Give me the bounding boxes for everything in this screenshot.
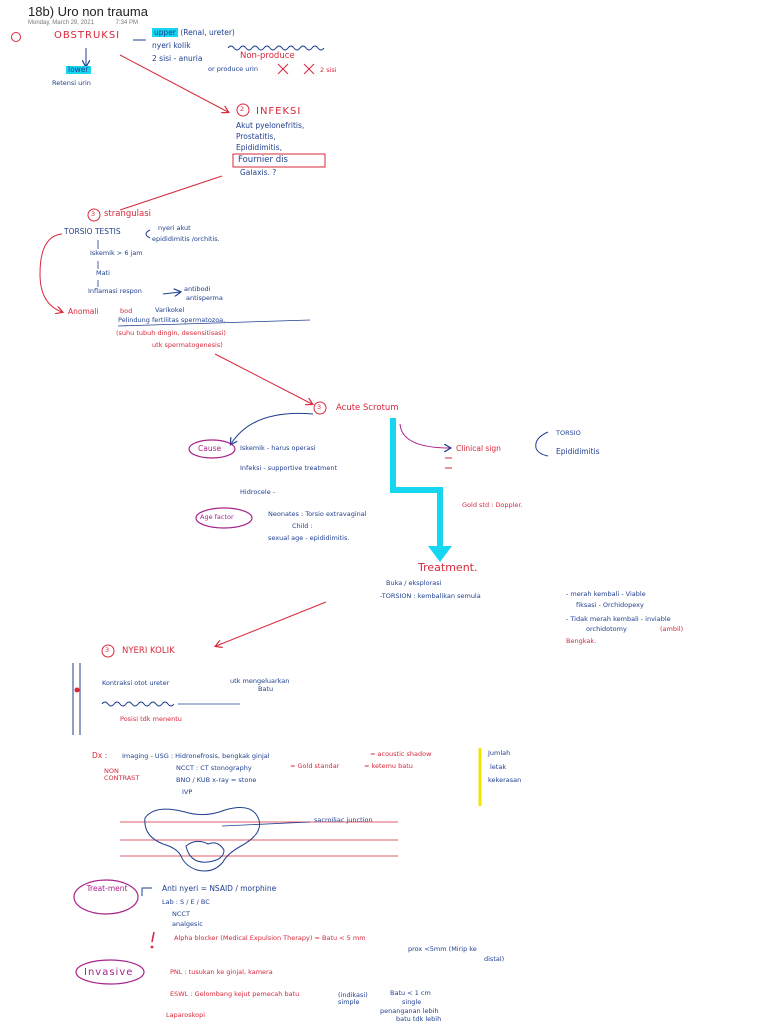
strangulasi-number: 3 (91, 210, 96, 218)
ncct-note: NCCT (172, 910, 190, 918)
cause-hidrocele: Hidrocele - (240, 488, 276, 496)
produce-urin-note: or produce urin (208, 65, 258, 73)
page-date: Monday, March 29, 2021 (28, 20, 94, 26)
page-timestamp: Monday, March 29, 2021 7:34 PM (28, 20, 158, 26)
inflamasi-note: Inflamasi respon (88, 287, 142, 295)
dx-gold-standar: = Gold standar (290, 762, 340, 770)
dua-sisi-note: 2 sisi - anuria (152, 54, 203, 63)
anti-nyeri: Anti nyeri = NSAID / morphine (162, 884, 277, 893)
age-child: Child : (292, 522, 313, 530)
dua-sisi-right: 2 sisi (320, 66, 337, 74)
batu-tdk-lebih-note: batu tdk lebih (396, 1015, 442, 1023)
nyeri-akut: nyeri akut (158, 224, 191, 232)
utk-mengeluarkan: utk mengeluarkan (230, 677, 290, 685)
cause-iskemik: Iskemik - harus operasi (240, 444, 316, 452)
age-factor-label: Age factor (200, 513, 234, 521)
page-time: 7:34 PM (115, 20, 138, 26)
batu-note: Batu (258, 685, 274, 693)
alpha-blocker: Alpha blocker (Medical Expulsion Therapy… (174, 934, 366, 942)
infeksi-number: 2 (240, 105, 245, 113)
suhu-note: (suhu tubuh dingin, desensitisasi) (116, 329, 226, 337)
posisi-note: Posisi tdk menentu (120, 715, 182, 723)
clinical-torsio: TORSIO (556, 429, 581, 437)
lab-note: Lab : S / E / BC (162, 898, 210, 906)
torsion-kembalikan: -TORSION : kembalikan semula (380, 592, 481, 600)
dx-bno-kub: BNO / KUB x-ray = stone (176, 776, 257, 784)
indikasi-note: (indikasi) simple (338, 991, 368, 1007)
analgesic-note: analgesic (172, 920, 203, 928)
orchidotomy: orchidotomy (586, 625, 627, 633)
spermatogenesis-note: utk spermatogenesis) (152, 341, 223, 349)
dx-ketemu-batu: = ketemu batu (364, 762, 413, 770)
antisperma-note: antisperma (186, 294, 223, 302)
iskemik-note: Iskemik > 6 jam (90, 249, 143, 257)
dx-kekerasan: kekerasan (488, 776, 522, 784)
pelindung-note: Pelindung fertilitas spermatozoa. (118, 316, 226, 324)
galaxis-note: Galaxis. ? (240, 168, 277, 177)
merah-kembali: - merah kembali - Viable (566, 590, 646, 598)
dx-ncct: NCCT : CT stonography (176, 764, 252, 772)
nyeri-kolik-note: nyeri kolik (152, 41, 191, 50)
single-note: single (402, 998, 422, 1006)
gold-std-doppler: Gold std : Doppler. (462, 501, 523, 509)
sacroiliac-label: sacroiliac junction (314, 816, 373, 824)
dx-label: Dx : (92, 751, 108, 760)
mati-note: Mati (96, 269, 110, 277)
upper-note: upper (Renal, ureter) (152, 28, 235, 37)
batu-1cm-note: Batu < 1 cm (390, 989, 431, 997)
prox-note: prox <5mm (Mirip ke (408, 945, 477, 953)
buka-eksplorasi: Buka / eksplorasi (386, 579, 442, 587)
obstruksi-heading: OBSTRUKSI (54, 30, 121, 41)
laparoskopi-note: Laparoskopi (166, 1011, 206, 1019)
anomali-note: Anomali (68, 307, 99, 316)
infeksi-item-1: Akut pyelonefritis, (236, 121, 305, 130)
torsio-testis: TORSIO TESTIS (64, 227, 121, 236)
lower-label: lower (66, 65, 91, 75)
nyeri-kolik-number: 3 (105, 646, 110, 654)
penanganan-note: penanganan lebih (380, 1007, 439, 1015)
dx-non-contrast: NON CONTRAST (104, 767, 140, 783)
page-title: 18b) Uro non trauma (28, 4, 148, 19)
nyeri-kolik-heading: NYERI KOLIK (122, 646, 175, 656)
bengkak-note: Bengkak. (566, 637, 597, 645)
dx-letak: letak (490, 763, 507, 771)
treatment-label: Treat-ment (86, 884, 128, 893)
strangulasi-heading: strangulasi (104, 209, 151, 219)
fiksasi-orchidopexy: fiksasi - Orchidopexy (576, 601, 644, 609)
varikokel-note: Varikokel (155, 306, 185, 314)
treatment-heading: Treatment. (418, 561, 478, 574)
upper-label: upper (152, 28, 178, 37)
non-produce-note: Non-produce (240, 51, 295, 61)
infeksi-item-2: Prostatitis, (236, 132, 276, 141)
fournier-note: Fournier dis (238, 155, 288, 165)
acute-number: 3 (317, 403, 322, 411)
eswl-note: ESWL : Gelombang kejut pemecah batu (170, 990, 300, 998)
clinical-sign-label: Clinical sign (456, 444, 501, 453)
cause-label: Cause (198, 444, 222, 453)
distal-note: distal) (484, 955, 505, 963)
bod-note: bod (120, 307, 133, 315)
dx-ivp: IVP (182, 788, 193, 796)
acute-scrotum-heading: Acute Scrotum (336, 403, 399, 413)
dx-jumlah: Jumlah (488, 749, 511, 757)
retensi-note: Retensi urin (52, 79, 91, 87)
tidak-merah: - Tidak merah kembali - inviable (566, 615, 671, 623)
antibodi-note: antibodi (184, 285, 211, 293)
upper-renal-ureter: (Renal, ureter) (180, 28, 235, 37)
kontraksi-note: Kontraksi otot ureter (102, 679, 170, 687)
clinical-epididimitis: Epididimitis (556, 447, 600, 456)
invasive-label: Invasive (84, 967, 134, 978)
age-neonates: Neonates : Torsio extravaginal (268, 510, 367, 518)
ambil-note: (ambil) (660, 625, 684, 633)
cause-infeksi: Infeksi - supportive treatment (240, 464, 338, 472)
dx-imaging: Imaging - USG : Hidronefrosis, bengkak g… (122, 752, 270, 760)
pnl-note: PNL : tusukan ke ginjal, kamera (170, 968, 273, 976)
dx-acoustic-shadow: = acoustic shadow (370, 750, 432, 758)
infeksi-item-3: Epididimitis, (236, 143, 282, 152)
age-sexual: sexual age - epididimitis. (268, 534, 350, 542)
epididimitis-orchitis: epididimitis /orchitis. (152, 235, 220, 243)
infeksi-heading: INFEKSI (256, 106, 302, 117)
